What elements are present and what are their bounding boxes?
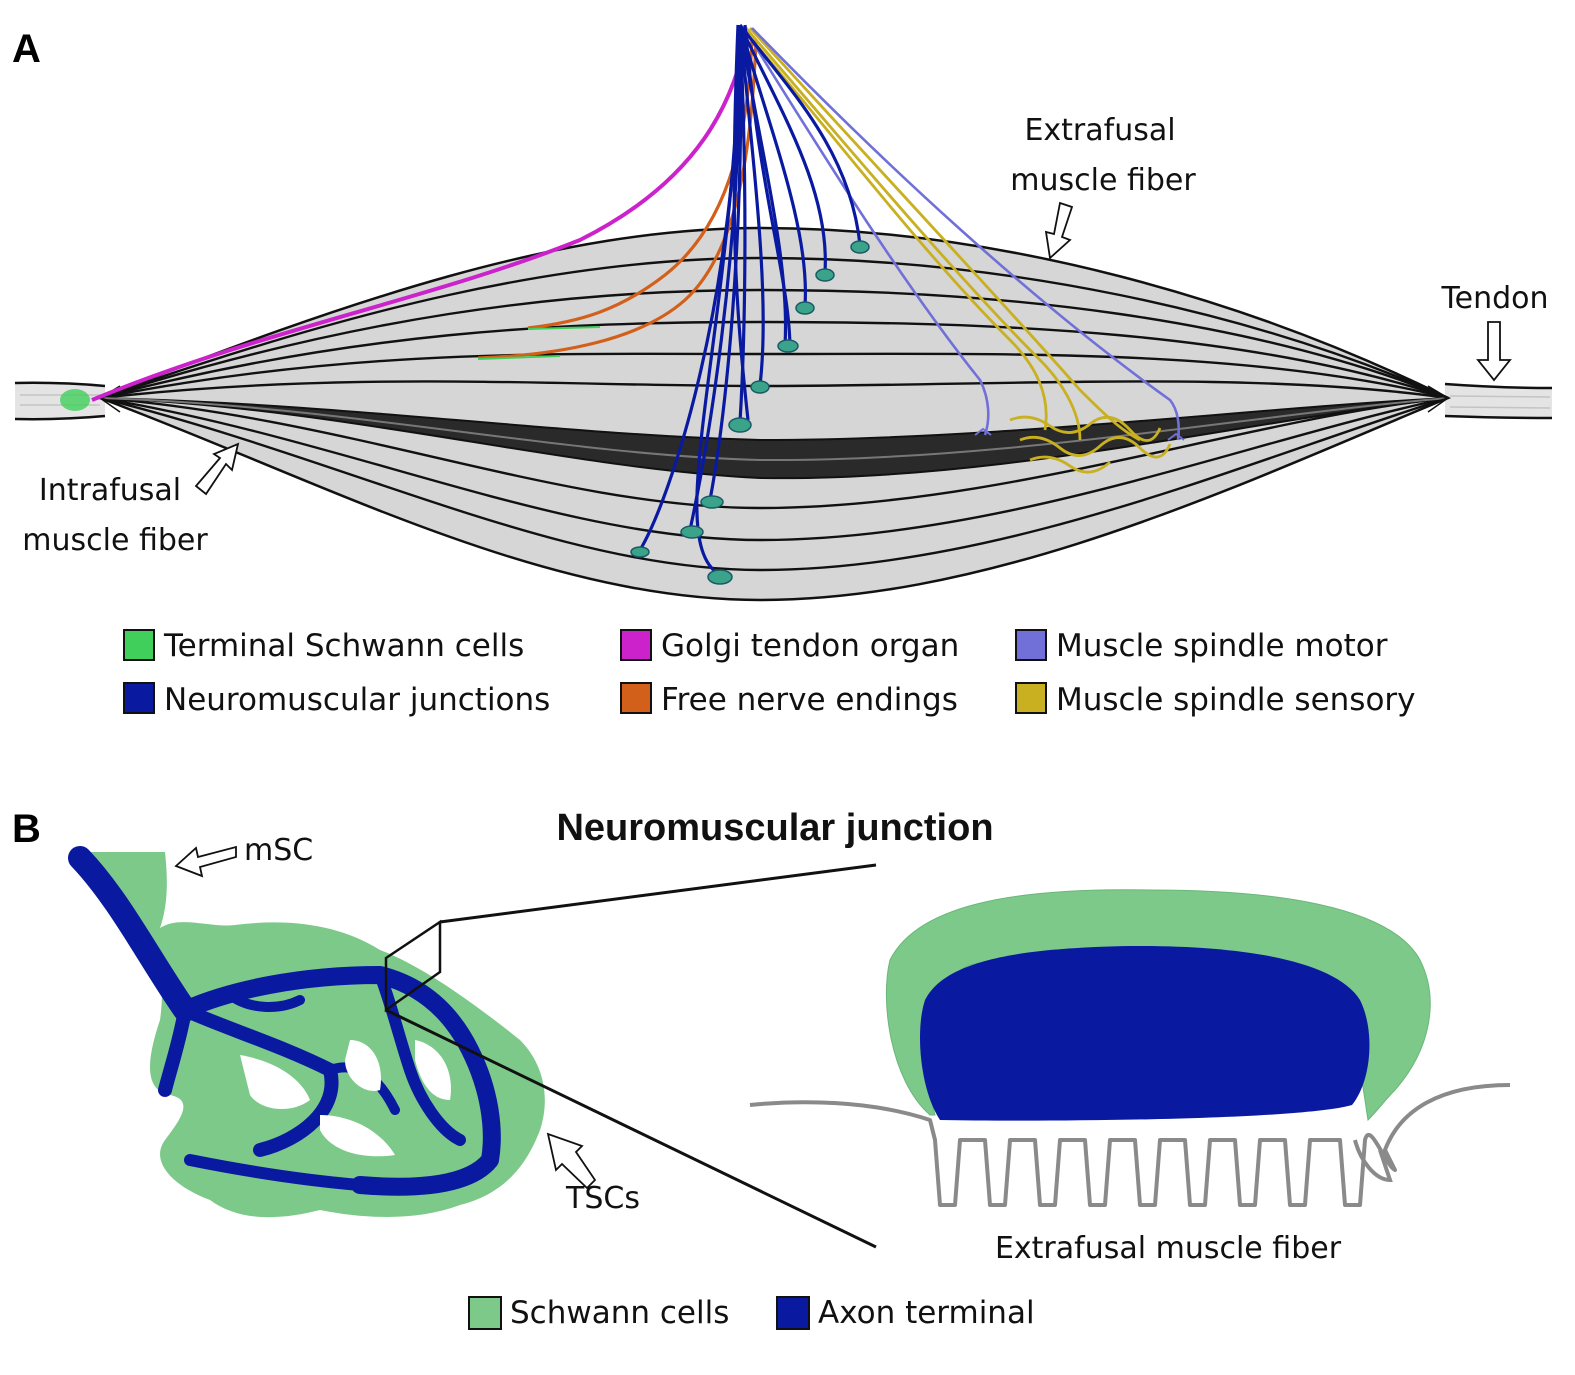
legend-item-nmj: Neuromuscular junctions xyxy=(123,682,550,718)
label-extrafusal-line1: Extrafusal xyxy=(1024,113,1175,148)
legend-label: Neuromuscular junctions xyxy=(164,682,550,718)
tendon-left xyxy=(14,381,106,421)
tendon-right xyxy=(1444,382,1553,420)
legend-label: Muscle spindle sensory xyxy=(1056,682,1416,718)
enface-gaps xyxy=(240,1040,451,1157)
label-intrafusal-line1: Intrafusal xyxy=(39,473,181,508)
nmj-endings xyxy=(630,240,870,585)
panel-a-letter: A xyxy=(12,27,41,71)
nmj-axons xyxy=(638,24,862,577)
label-extrafusal-line2: muscle fiber xyxy=(1010,163,1196,198)
label-intrafusal: Intrafusal muscle fiber xyxy=(22,442,240,558)
axon-terminal-enface xyxy=(68,846,501,1196)
label-extrafusal: Extrafusal muscle fiber xyxy=(1010,113,1196,260)
arrow-extrafusal xyxy=(1044,201,1074,260)
legend-label: Schwann cells xyxy=(510,1295,729,1331)
label-intrafusal-line2: muscle fiber xyxy=(22,523,208,558)
axon-terminal-cross xyxy=(920,945,1370,1121)
legend-label: Muscle spindle motor xyxy=(1056,628,1388,664)
legend-label: Terminal Schwann cells xyxy=(163,628,524,664)
spindle-motor-endings xyxy=(974,427,1185,441)
golgi-tendon-organ-nerve xyxy=(91,29,750,402)
muscle-membrane xyxy=(749,1083,1511,1207)
legend-item-free-nerve: Free nerve endings xyxy=(620,682,958,718)
label-tscs: TSCs xyxy=(546,1132,640,1216)
legend-label: Golgi tendon organ xyxy=(661,628,959,664)
zoom-lines xyxy=(384,863,877,1249)
legend-item-spindle-motor: Muscle spindle motor xyxy=(1015,628,1388,664)
legend-item-golgi: Golgi tendon organ xyxy=(620,628,959,664)
nmj-cross-section: Extrafusal muscle fiber xyxy=(749,889,1511,1266)
schwann-cells-enface xyxy=(70,852,545,1218)
legend-item-axon-terminal: Axon terminal xyxy=(776,1295,1035,1331)
panel-b-letter: B xyxy=(12,807,41,851)
legend-label: Axon terminal xyxy=(818,1295,1035,1331)
label-tendon-text: Tendon xyxy=(1440,281,1548,316)
arrow-tscs xyxy=(546,1132,597,1190)
arrow-tendon xyxy=(1476,321,1512,382)
legend-item-terminal-schwann: Terminal Schwann cells xyxy=(123,628,524,664)
legend-item-schwann-cells: Schwann cells xyxy=(468,1295,729,1331)
muscle-spindle-sensory xyxy=(740,27,1172,474)
panel-b-title: Neuromuscular junction xyxy=(556,807,993,849)
label-msc: mSC xyxy=(174,833,313,878)
tsc-at-tendon xyxy=(60,389,90,411)
free-nerve-tsc xyxy=(477,326,601,360)
label-msc-text: mSC xyxy=(244,833,313,868)
panel-b: B Neuromuscular junction xyxy=(12,807,1511,1331)
label-extrafusal-fiber-b: Extrafusal muscle fiber xyxy=(995,1231,1342,1266)
legend-item-spindle-sensory: Muscle spindle sensory xyxy=(1015,682,1416,718)
arrow-intrafusal xyxy=(194,442,240,496)
nmj-enface xyxy=(68,846,545,1218)
panel-a: A xyxy=(12,24,1553,718)
legend-b: Schwann cells Axon terminal xyxy=(468,1295,1035,1331)
legend-label: Free nerve endings xyxy=(661,682,958,718)
label-tendon: Tendon xyxy=(1440,281,1549,382)
arrow-msc xyxy=(174,845,237,878)
legend-a: Terminal Schwann cells Golgi tendon orga… xyxy=(123,628,1416,718)
muscle-spindle-motor xyxy=(742,27,1181,441)
label-tscs-text: TSCs xyxy=(565,1181,640,1216)
